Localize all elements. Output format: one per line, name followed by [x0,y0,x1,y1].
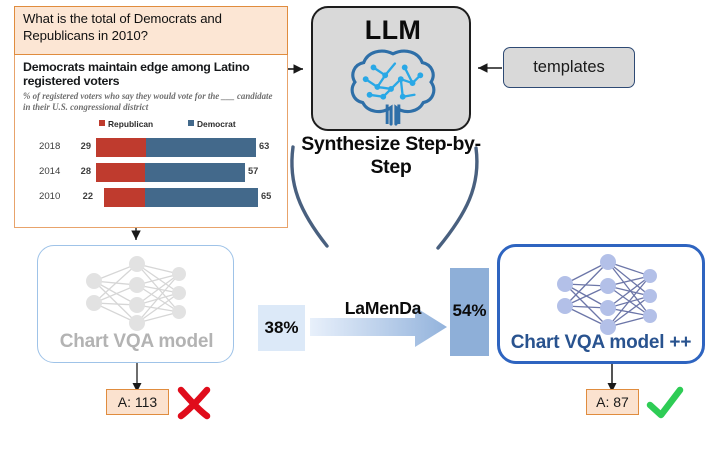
baseline-model-label: Chart VQA model [59,331,214,352]
bar-category-label: 2014 [39,166,61,177]
bar-segment-republican [96,162,145,182]
legend-label-democrat: Democrat [197,119,236,129]
baseline-accuracy-label: 38% [264,318,299,337]
bar-segment-democrat [145,162,245,182]
cross-icon [177,386,211,420]
bar-segment-democrat [145,187,258,207]
baseline-answer-box: A: 113 [106,389,169,415]
llm-box[interactable]: LLM [311,6,471,131]
legend-swatch-democrat [188,120,194,126]
lamenda-label: LaMenDa [344,298,422,318]
bar-segment-democrat [146,137,256,157]
check-icon [646,386,684,419]
improved-model-box[interactable]: Chart VQA model ++ [497,244,705,364]
neural-network-icon [86,256,186,331]
legend-swatch-republican [99,120,105,126]
llm-label: LLM [364,15,422,45]
bar-value-republican: 22 [82,191,93,201]
templates-label: templates [533,58,605,76]
funnel-left-curve [290,145,329,248]
chart-legend: Republican Democrat [99,119,279,131]
brain-circuit-icon [350,49,436,126]
baseline-model-box[interactable]: Chart VQA model [37,245,234,363]
bar-category-label: 2010 [39,191,61,202]
templates-box[interactable]: templates [503,47,635,88]
chart-bar-row: 2014 28 57 [15,161,287,185]
chart-title: Democrats maintain edge among Latino reg… [23,60,250,89]
synthesize-caption: Synthesize Step-by-Step [301,133,481,178]
legend-item-democrat: Democrat [188,119,236,129]
funnel-right-curve [436,146,479,250]
improved-answer-text: A: 87 [596,394,629,410]
bar-value-democrat: 63 [259,141,270,151]
question-text: What is the total of Democrats and Repub… [23,11,222,43]
baseline-answer-text: A: 113 [117,394,158,410]
bar-segment-republican [96,137,146,157]
bar-value-republican: 29 [80,141,91,151]
bar-value-democrat: 65 [261,191,272,201]
lamenda-arrow [310,307,447,347]
chart-bar-row: 2010 22 65 [15,186,287,210]
chart-bar-row: 2018 29 63 [15,136,287,160]
improved-accuracy-label: 54% [452,301,487,320]
question-box: What is the total of Democrats and Repub… [14,6,288,55]
legend-label-republican: Republican [108,119,154,129]
baseline-accuracy-bar: 38% [258,305,305,351]
bar-category-label: 2018 [39,141,61,152]
chart-subtitle: % of registered voters who say they woul… [23,91,273,113]
bar-value-republican: 28 [80,166,91,176]
improved-answer-box: A: 87 [586,389,639,415]
improved-accuracy-bar: 54% [450,268,489,356]
legend-item-republican: Republican [99,119,153,129]
bar-segment-republican [104,187,145,207]
improved-model-label: Chart VQA model ++ [510,332,692,353]
neural-network-icon [557,254,657,335]
bar-value-democrat: 57 [248,166,259,176]
source-chart: Democrats maintain edge among Latino reg… [15,55,287,227]
